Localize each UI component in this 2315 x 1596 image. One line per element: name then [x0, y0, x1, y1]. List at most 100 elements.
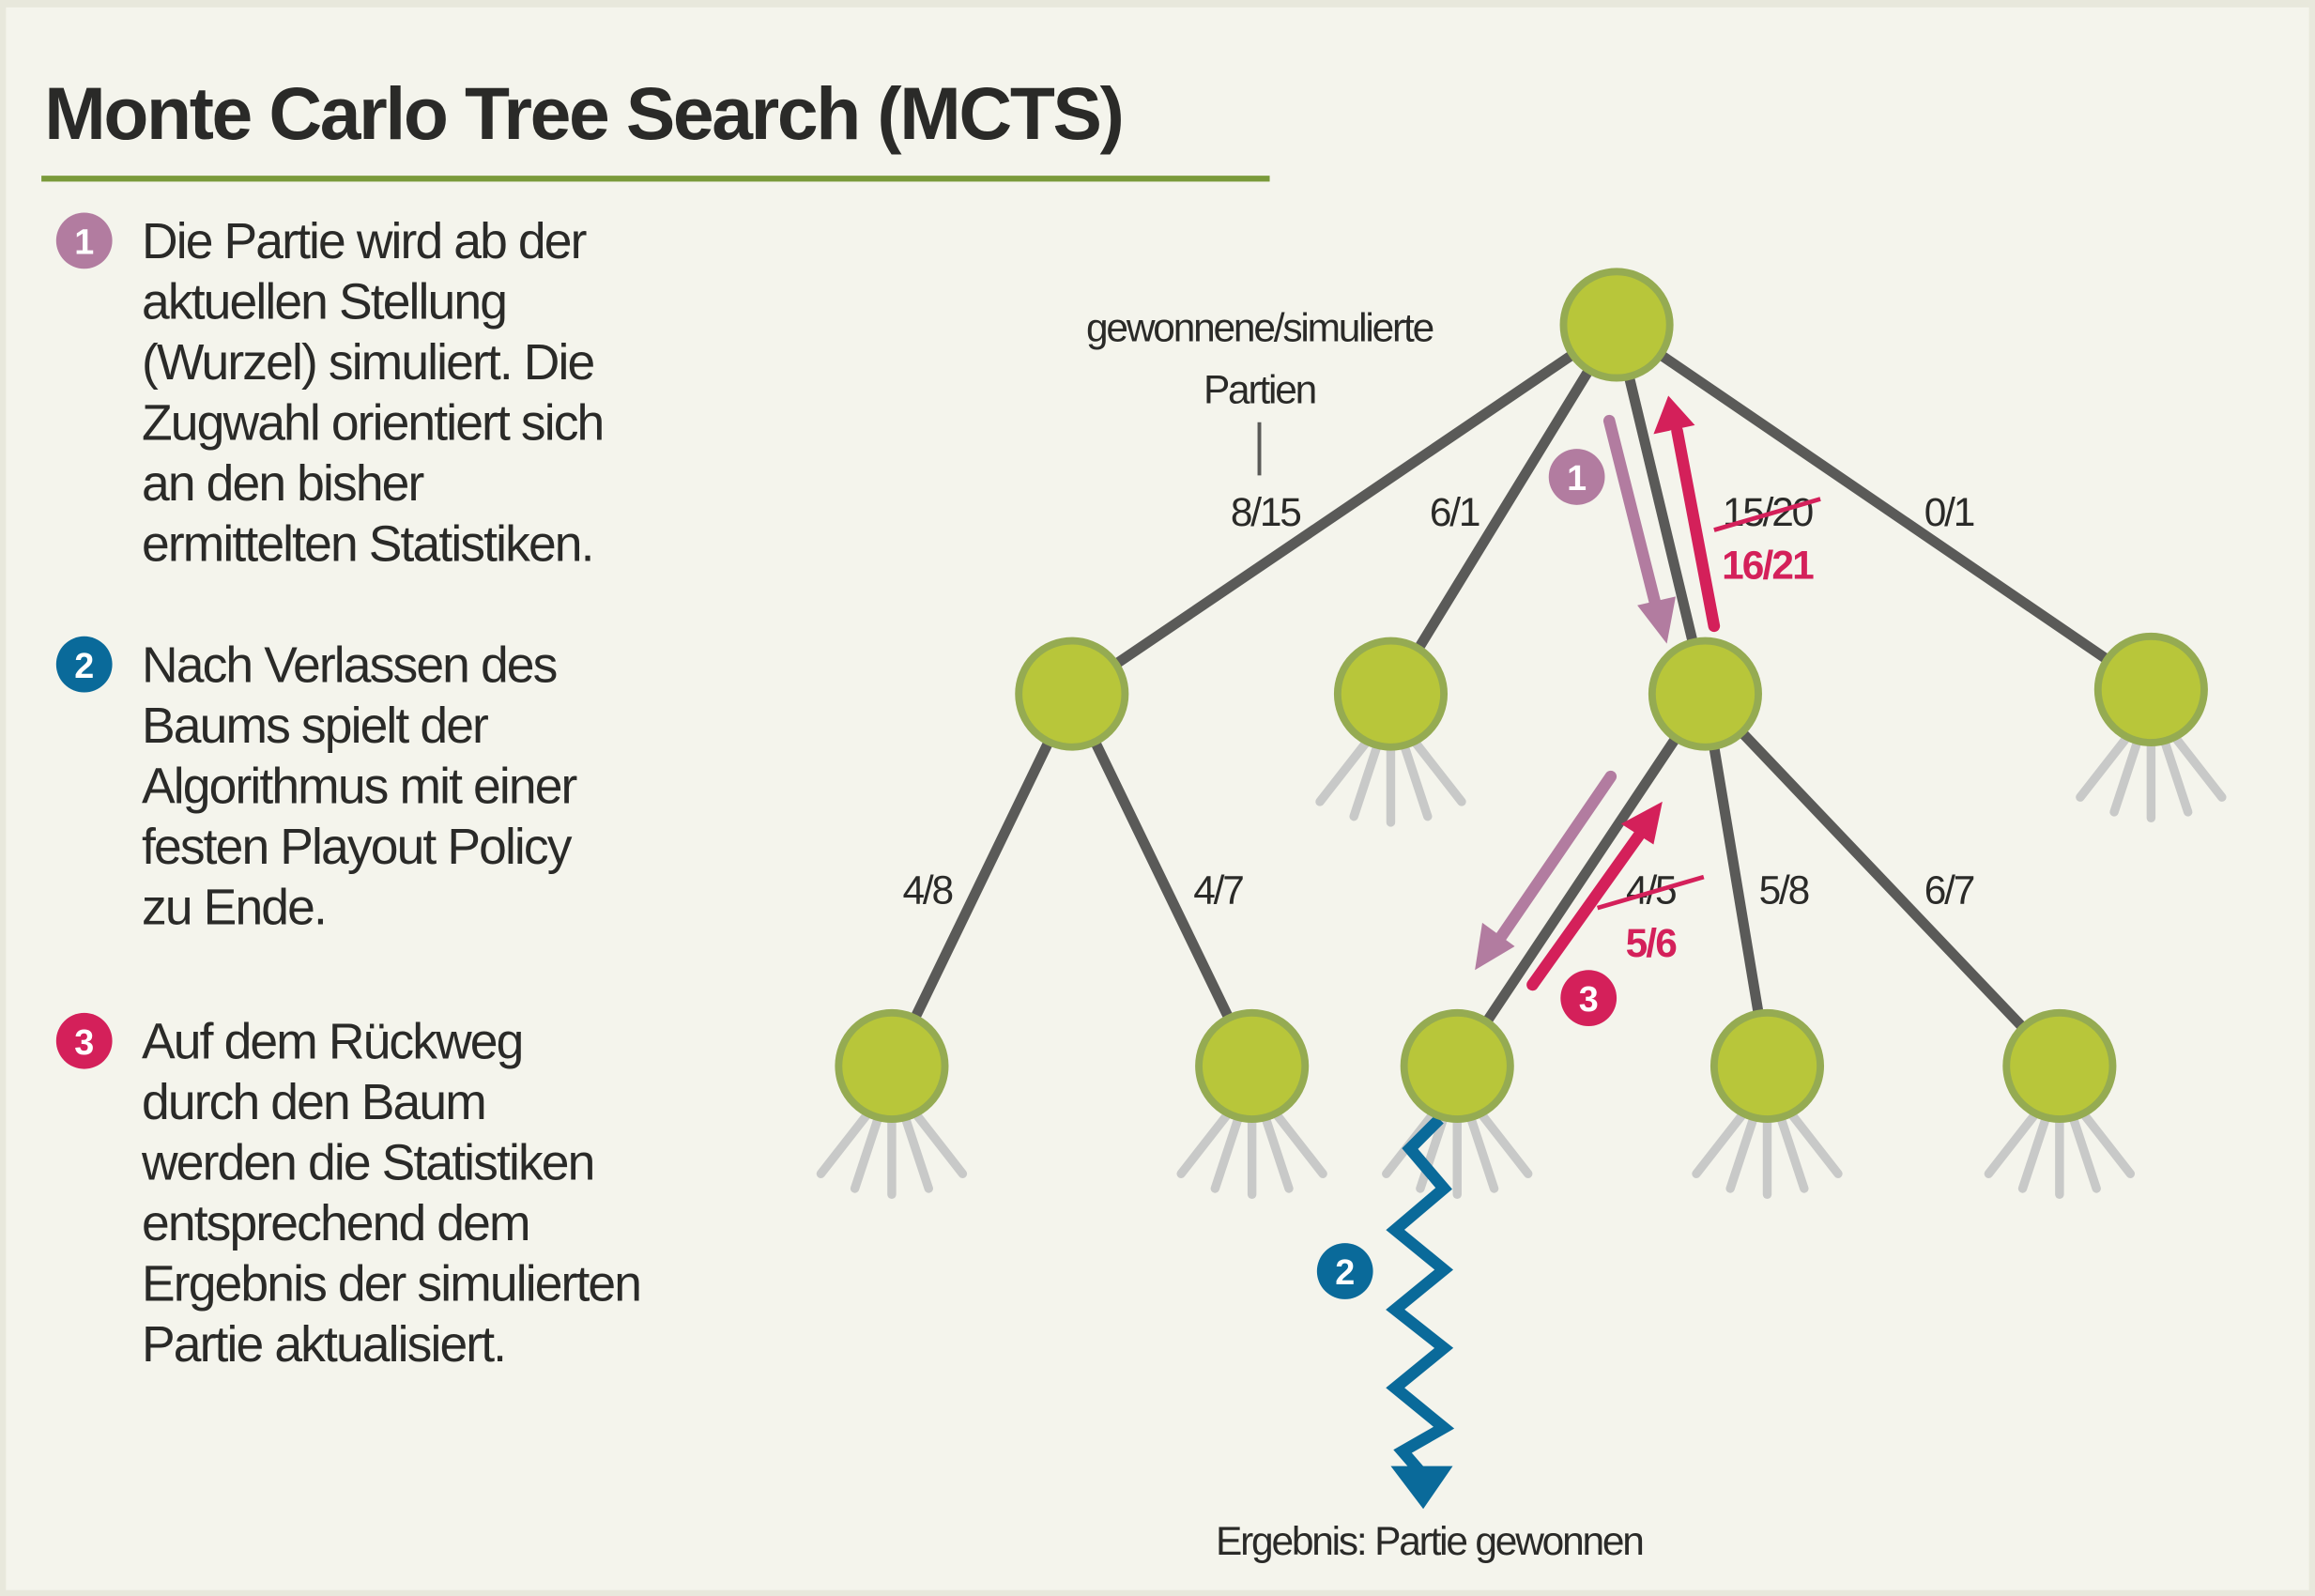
edge-label: 5/8 — [1759, 867, 1809, 912]
selection-arrow-1 — [1602, 414, 1676, 644]
tree-edge — [1452, 691, 1710, 1069]
rollout-line — [850, 1105, 885, 1193]
tree-node — [2002, 1008, 2117, 1123]
tree-edge — [1701, 690, 2063, 1070]
edge-label: 8/15 — [1231, 490, 1300, 534]
step-text-line: Zugwahl orientiert sich — [142, 396, 603, 452]
strikethrough — [1596, 874, 1705, 911]
rollout-fans — [816, 729, 2227, 1199]
strikethrough — [1713, 497, 1821, 532]
edge-label: 15/20 — [1723, 490, 1813, 534]
annotation-line1: gewonnene/simulierte — [1086, 305, 1433, 349]
step-badge — [55, 1012, 113, 1069]
rollout-line — [816, 1105, 876, 1178]
step-text-line: entsprechend dem — [142, 1196, 529, 1251]
edge-labels: 8/15 6/1 15/20 16/21 0/1 4/8 4/7 4/5 5/6 5/8 6/7 — [902, 490, 1975, 965]
rollout-line — [1984, 1105, 2043, 1178]
rollout-line — [908, 1105, 968, 1178]
step-text-line: (Wurzel) simuliert. Die — [142, 335, 593, 391]
rollout-line — [2109, 729, 2145, 817]
rollout-line — [1725, 1105, 1761, 1193]
edge-label: 4/8 — [902, 867, 952, 912]
step-number: 2 — [74, 646, 94, 685]
backprop-arrow-1 — [1653, 395, 1721, 633]
badge-step-2: 2 — [1316, 1243, 1373, 1299]
step-badge — [55, 636, 113, 693]
svg-text:1: 1 — [1567, 458, 1587, 498]
rollout-line — [2017, 1105, 2053, 1193]
svg-text:3: 3 — [1579, 979, 1599, 1019]
tree-edge — [1611, 323, 1710, 696]
edge-label: 0/1 — [1924, 490, 1974, 534]
badge-step-1: 1 — [1548, 449, 1605, 505]
rollout-line — [898, 1105, 933, 1193]
rollout-line — [1210, 1105, 1246, 1193]
tree-edge — [1613, 320, 2154, 694]
step-number: 1 — [74, 222, 94, 261]
svg-text:2: 2 — [1335, 1252, 1355, 1292]
rollout-line — [2168, 729, 2227, 802]
rollout-line — [2065, 1105, 2101, 1193]
rollout-line — [1349, 733, 1385, 821]
tree-node — [1400, 1008, 1514, 1123]
result-label: Ergebnis: Partie gewonnen — [1216, 1519, 1643, 1563]
playout-zigzag — [1386, 1114, 1455, 1478]
step-text-line: durch den Baum — [142, 1075, 485, 1130]
playout-arrowhead-icon — [1390, 1466, 1453, 1510]
rollout-line — [1397, 733, 1433, 821]
tree-node — [835, 1008, 949, 1123]
tree-node — [1195, 1008, 1310, 1123]
step-text-line: Ergebnis der simulierten — [142, 1256, 640, 1312]
backprop-arrow-2 — [1526, 801, 1663, 991]
step-text-line: Die Partie wird ab der — [142, 214, 587, 269]
rollout-line — [1474, 1105, 1533, 1178]
tree-edge — [1700, 693, 1772, 1067]
edge-label: 4/7 — [1193, 867, 1243, 912]
step-number: 3 — [74, 1022, 94, 1062]
rollout-line — [1692, 1105, 1751, 1178]
background — [6, 7, 2309, 1590]
step-text-line: Nach Verlassen des — [142, 638, 557, 694]
rollout-line — [1784, 1105, 1843, 1178]
tree-node — [1015, 637, 1129, 751]
step-text-line: Partie aktualisiert. — [142, 1317, 505, 1373]
step-text-line: Algorithmus mit einer — [142, 760, 576, 815]
edge-label: 4/5 — [1626, 867, 1676, 912]
rollout-line — [1258, 1105, 1294, 1193]
rollout-line — [1268, 1105, 1327, 1178]
rollout-line — [2076, 1105, 2136, 1178]
tree-node — [1333, 637, 1449, 751]
updated-edge-label: 5/6 — [1626, 921, 1678, 965]
step-text-line: Baums spielt der — [142, 698, 488, 754]
rollout-line — [1176, 1105, 1235, 1178]
step-text-line: Auf dem Rückweg — [142, 1015, 522, 1070]
step-text-line: werden die Statistiken — [141, 1136, 593, 1191]
step-text-line: festen Playout Policy — [142, 820, 573, 875]
step-text-line: zu Ende. — [142, 880, 326, 935]
badge-step-3: 3 — [1560, 970, 1617, 1026]
step-list: 1 Die Partie wird ab der aktuellen Stellun… — [55, 212, 642, 1373]
title-rule — [41, 176, 1270, 182]
rollout-line — [1773, 1105, 1809, 1193]
step-text-line: an den bisher — [142, 456, 423, 512]
rollout-line — [1315, 733, 1374, 806]
step-text-line: ermittelten Statistiken. — [142, 517, 593, 573]
tree-nodes — [835, 268, 2208, 1123]
step-badge — [55, 212, 113, 269]
page-title: Monte Carlo Tree Search (MCTS) — [44, 72, 1122, 155]
edge-label: 6/7 — [1924, 867, 1974, 912]
selection-arrow-2 — [1475, 770, 1617, 971]
tree-edge — [886, 691, 1077, 1068]
tree-node — [2093, 632, 2208, 746]
tree-edge — [1386, 322, 1621, 698]
step-text-line: aktuellen Stellung — [142, 275, 506, 330]
tree-edge — [1068, 320, 1620, 698]
rollout-line — [1407, 733, 1466, 806]
edge-label: 6/1 — [1430, 490, 1479, 534]
updated-edge-label: 16/21 — [1722, 543, 1814, 587]
rollout-line — [1464, 1105, 1499, 1193]
tree-edge — [1066, 691, 1257, 1068]
step-1: 1 Die Partie wird ab der aktuellen Stellun… — [55, 212, 605, 573]
